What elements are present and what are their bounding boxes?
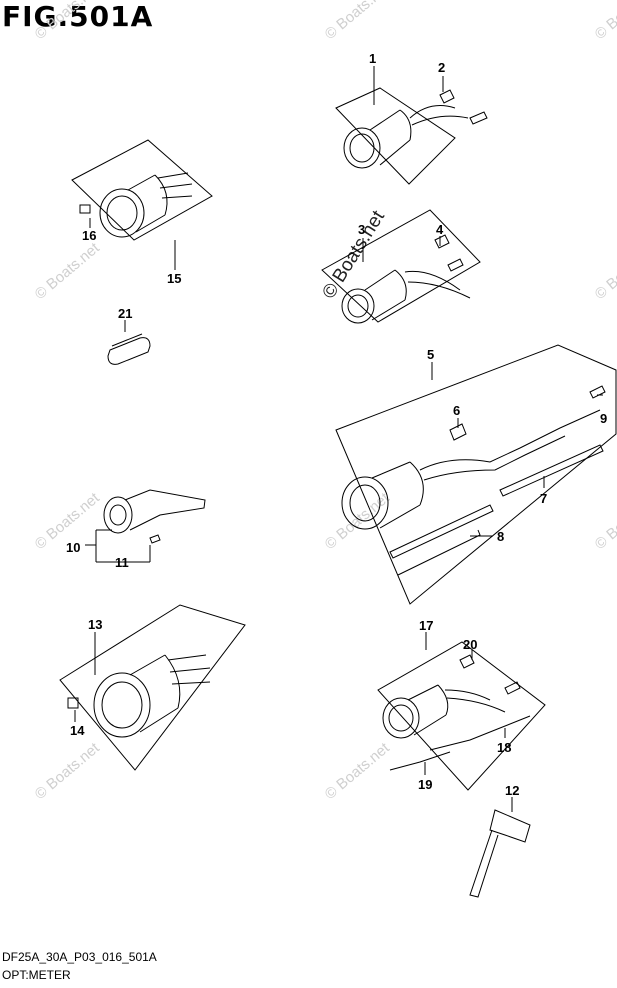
callout-21: 21	[118, 306, 132, 321]
callout-10: 10	[66, 540, 80, 555]
gauge-dial	[106, 195, 138, 231]
callout-8: 8	[497, 529, 504, 544]
gauge-body	[407, 684, 449, 736]
callout-4: 4	[436, 222, 444, 237]
meter-assembly-10	[103, 489, 206, 544]
callout-6: 6	[453, 403, 460, 418]
grommet-hole	[109, 504, 127, 526]
gauge-face	[341, 288, 375, 324]
bulb	[79, 204, 91, 214]
tube	[499, 444, 604, 497]
gauge-face	[99, 188, 145, 238]
callout-7: 7	[540, 491, 547, 506]
callout-2: 2	[438, 60, 445, 75]
wire-harness	[389, 751, 451, 771]
callout-1: 1	[369, 51, 376, 66]
watermark: © Boats.net	[322, 739, 394, 803]
bulb	[67, 697, 79, 709]
wire-lead	[444, 689, 506, 713]
grommet-edge	[111, 333, 143, 347]
wire-lead	[423, 435, 566, 481]
figure-title: FIG.501A	[2, 0, 154, 33]
bulb	[504, 681, 521, 695]
callout-3: 3	[358, 222, 365, 237]
grommet	[107, 337, 151, 365]
bulb	[589, 385, 606, 399]
bracket-plate	[489, 809, 531, 843]
meter-assembly-1	[335, 87, 488, 185]
parts-box	[321, 209, 481, 323]
watermark: © Boats.net	[32, 239, 104, 303]
gauge-face	[382, 697, 420, 739]
watermark: © Boats.net	[322, 0, 394, 43]
wire-lead	[167, 654, 211, 685]
watermark-dark: © Boats.net	[318, 206, 389, 302]
watermark: © Boats.net	[322, 489, 394, 553]
meter-assembly-5	[335, 344, 617, 605]
callout-5: 5	[427, 347, 434, 362]
bulb	[447, 258, 464, 272]
grommet-21	[107, 333, 151, 365]
meter-assembly-13	[59, 604, 246, 771]
tube	[389, 504, 494, 559]
screw	[149, 534, 161, 544]
parts-box	[377, 641, 546, 791]
watermark: © Boats.net	[592, 239, 617, 303]
callout-13: 13	[88, 617, 102, 632]
bracket	[124, 489, 206, 531]
gauge-body	[369, 109, 412, 166]
gauge-dial	[349, 484, 381, 522]
bracket-arm	[469, 829, 499, 898]
parts-box	[59, 604, 246, 771]
cable-tie	[397, 529, 481, 576]
gauge-face	[93, 672, 151, 738]
callout-12: 12	[505, 783, 519, 798]
bracket-12	[469, 809, 531, 898]
wire-lead	[409, 105, 469, 126]
callout-11: 11	[115, 555, 129, 570]
watermark: © Boats.net	[32, 739, 104, 803]
callout-16: 16	[82, 228, 96, 243]
bulb-socket	[434, 234, 450, 249]
wire-lead	[419, 409, 601, 471]
callout-20: 20	[463, 637, 477, 652]
bulb	[469, 111, 488, 125]
parts-box	[71, 139, 213, 241]
callout-17: 17	[419, 618, 433, 633]
wire-lead	[157, 172, 193, 199]
figure-caption: OPT:METER	[2, 968, 71, 982]
figure-code: DF25A_30A_P03_016_501A	[2, 950, 157, 964]
gauge-body	[371, 461, 424, 529]
meter-assembly-17	[377, 641, 546, 791]
watermark: © Boats.net	[592, 0, 617, 43]
bulb-socket	[439, 89, 455, 104]
leader-lines	[74, 66, 603, 812]
gauge-face	[341, 476, 389, 530]
callout-15: 15	[167, 271, 181, 286]
bulb-socket	[459, 654, 475, 669]
gauge-body	[127, 174, 168, 233]
gauge-dial	[101, 681, 143, 729]
watermark: © Boats.net	[32, 0, 104, 43]
callout-19: 19	[418, 777, 432, 792]
wire-lead	[404, 270, 471, 299]
grommet-ring	[103, 496, 133, 534]
callout-9: 9	[600, 411, 607, 426]
parts-box	[335, 87, 456, 185]
gauge-face	[343, 127, 381, 169]
gauge-dial	[349, 133, 375, 163]
meter-assembly-3	[321, 209, 481, 324]
meter-assembly-15	[71, 139, 213, 241]
gauge-body	[364, 269, 407, 321]
callout-18: 18	[497, 740, 511, 755]
callout-14: 14	[70, 723, 85, 738]
parts-box	[335, 344, 617, 605]
gauge-body	[129, 654, 181, 733]
gauge-dial	[347, 294, 369, 318]
gauge-dial	[388, 704, 414, 732]
watermark: © Boats.net	[592, 489, 617, 553]
callout-numbers: 1 2 3 4 5 6 7 8 9 10 11 12 13 14 15 16 1…	[66, 51, 607, 798]
wire-harness	[429, 715, 531, 751]
